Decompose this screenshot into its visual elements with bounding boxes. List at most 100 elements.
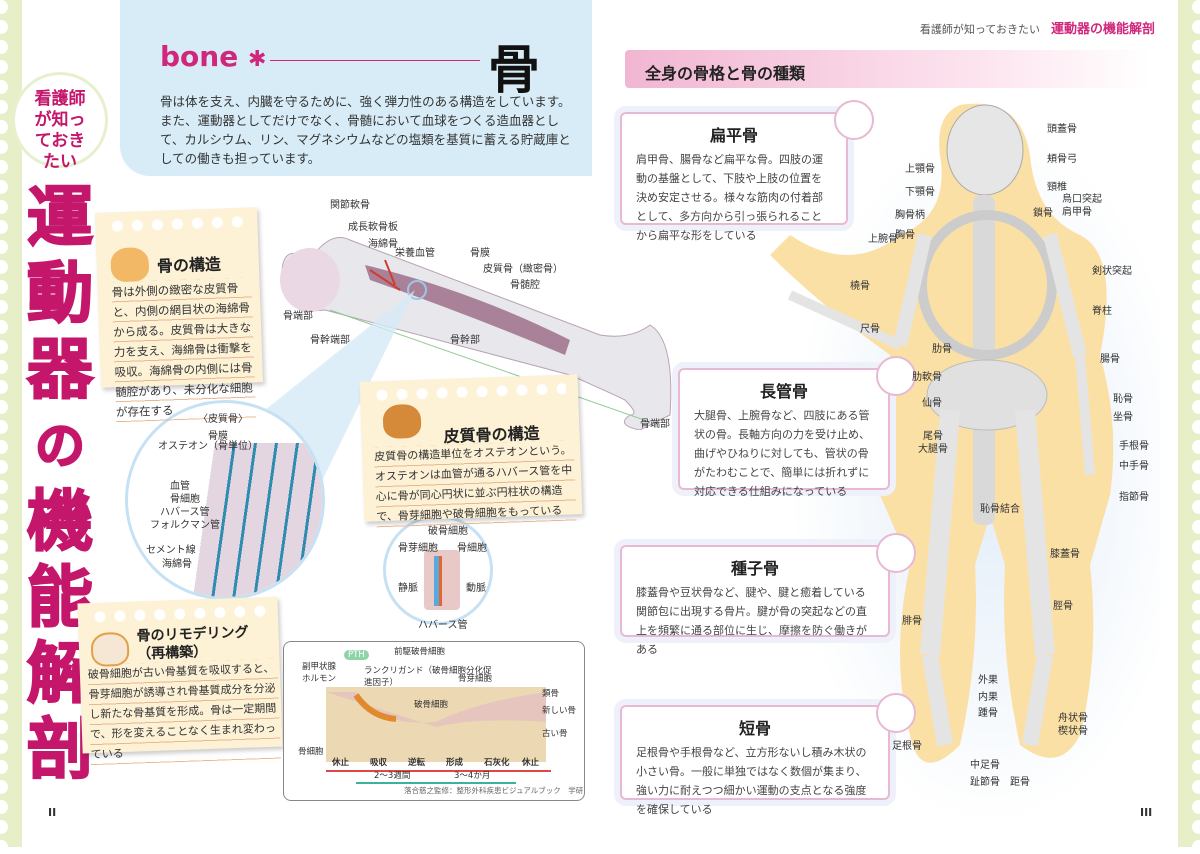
scallop-decoration bbox=[1192, 100, 1200, 114]
osteon-label: 破骨細胞 bbox=[428, 526, 468, 537]
scallop-decoration bbox=[1192, 660, 1200, 674]
skeleton-label: 指節骨 bbox=[1119, 492, 1149, 503]
cat-icon bbox=[110, 247, 150, 283]
scallop-decoration bbox=[0, 80, 8, 94]
page-number-left: II bbox=[48, 806, 57, 819]
cortical-label: ハバース管 bbox=[160, 507, 210, 518]
scallop-decoration bbox=[0, 700, 8, 714]
skeleton-label: 腓骨 bbox=[902, 616, 922, 627]
phase-label: 休止 bbox=[332, 758, 350, 768]
note-body: 破骨細胞が古い骨基質を吸収すると、骨芽細胞が誘導され骨基質成分を分泌し新たな骨基… bbox=[87, 658, 281, 766]
scallop-decoration bbox=[1192, 600, 1200, 614]
scallop-decoration bbox=[1192, 800, 1200, 814]
bone-type-card: 扁平骨肩甲骨、腸骨など扁平な骨。四肢の運動の基盤として、下肢や上肢の位置を決め安… bbox=[620, 100, 874, 242]
scallop-decoration bbox=[1192, 540, 1200, 554]
scallop-decoration bbox=[1192, 780, 1200, 794]
remodeling-label: 前駆破骨細胞 bbox=[394, 647, 446, 657]
vertical-title: 運動器の機能解剖 bbox=[22, 179, 98, 789]
scallop-decoration bbox=[0, 540, 8, 554]
scallop-decoration bbox=[1192, 0, 1200, 14]
skeleton-label: 剣状突起 bbox=[1092, 266, 1132, 277]
scallop-decoration bbox=[0, 660, 8, 674]
scallop-decoration bbox=[1192, 760, 1200, 774]
cortical-label: オステオン（骨単位） bbox=[158, 441, 258, 452]
scallop-decoration bbox=[1192, 20, 1200, 34]
calico-cat-icon bbox=[90, 631, 130, 668]
remodeling-label: 類骨 bbox=[542, 689, 560, 699]
subtitle-text: 看護師が知っておきたい bbox=[34, 89, 86, 172]
scallop-decoration bbox=[0, 40, 8, 54]
osteon-label: 動脈 bbox=[466, 583, 486, 594]
header-kanji: 骨 bbox=[488, 41, 541, 101]
osteon-label: ハバース管 bbox=[418, 620, 468, 631]
cortical-label: 骨細胞 bbox=[170, 494, 200, 505]
title-char: 機 bbox=[26, 483, 94, 561]
note-remodeling: 骨のリモデリング（再構築） 破骨細胞が古い骨基質を吸収すると、骨芽細胞が誘導され… bbox=[77, 596, 283, 766]
remodeling-label: 古い骨 bbox=[542, 729, 568, 739]
bone-type-title: 長管骨 bbox=[759, 382, 808, 401]
scallop-decoration bbox=[0, 240, 8, 254]
scallop-decoration bbox=[0, 480, 8, 494]
title-char: 器 bbox=[26, 331, 94, 409]
scallop-decoration bbox=[1192, 640, 1200, 654]
skeleton-label: 下顎骨 bbox=[905, 187, 935, 198]
header-rule bbox=[270, 60, 480, 61]
skeleton-label: 腸骨 bbox=[1100, 354, 1120, 365]
duration-label: 3～4か月 bbox=[454, 771, 491, 781]
asterisk-icon: ✱ bbox=[247, 47, 267, 72]
bone-label: 骨端部 bbox=[640, 419, 670, 430]
page-number-right: III bbox=[1140, 806, 1153, 819]
scallop-decoration bbox=[1192, 400, 1200, 414]
scallop-decoration bbox=[0, 260, 8, 274]
scallop-decoration bbox=[0, 400, 8, 414]
intro-text: 骨は体を支え、内臓を守るために、強く弾力性のある構造をしています。また、運動器と… bbox=[160, 94, 571, 166]
skeleton-label: 頸椎 bbox=[1047, 182, 1067, 193]
remodeling-label: ランクリガンド（破骨細胞分化促進因子） bbox=[364, 666, 492, 688]
skeleton-label: 坐骨 bbox=[1113, 412, 1133, 423]
skeleton-illustration bbox=[770, 103, 1160, 825]
bone-type-desc: 膝蓋骨や豆状骨など、腱や、腱と癒着している関節包に出現する骨片。腱が骨の突起など… bbox=[636, 586, 867, 656]
bone-type-desc: 大腿骨、上腕骨など、四肢にある管状の骨。長軸方向の力を受け止め、曲げやひねりに対… bbox=[694, 409, 870, 498]
skeleton-label: 楔状骨 bbox=[1058, 726, 1088, 737]
scallop-decoration bbox=[1192, 280, 1200, 294]
scallop-decoration bbox=[1192, 220, 1200, 234]
scallop-decoration bbox=[0, 440, 8, 454]
bone-label: 骨幹部 bbox=[450, 335, 480, 346]
running-head-title: 運動器の機能解剖 bbox=[1050, 22, 1155, 37]
phase-label: 休止 bbox=[522, 758, 540, 768]
scallop-decoration bbox=[1192, 560, 1200, 574]
osteon-shape bbox=[424, 550, 460, 610]
scallop-decoration bbox=[0, 760, 8, 774]
scallop-decoration bbox=[1192, 60, 1200, 74]
bone-label: 骨膜 bbox=[470, 248, 490, 259]
scallop-decoration bbox=[0, 500, 8, 514]
scallop-decoration bbox=[0, 200, 8, 214]
scallop-decoration bbox=[0, 60, 8, 74]
scallop-decoration bbox=[1192, 300, 1200, 314]
cortical-label: セメント線 bbox=[146, 545, 196, 556]
scallop-decoration bbox=[0, 420, 8, 434]
remodeling-label: 破骨細胞 bbox=[414, 700, 449, 710]
note-body: 骨は外側の緻密な皮質骨と、内側の網目状の海綿骨から成る。皮質骨は大きな力を支え、… bbox=[111, 277, 257, 423]
vertical-subtitle: 看護師が知っておきたい bbox=[12, 72, 108, 172]
scallop-decoration bbox=[0, 560, 8, 574]
note-bone-structure: 骨の構造 骨は外側の緻密な皮質骨と、内側の網目状の海綿骨から成る。皮質骨は大きな… bbox=[94, 207, 264, 423]
running-head-small: 看護師が知っておきたい bbox=[919, 23, 1040, 36]
bone-sample-icon bbox=[876, 356, 916, 396]
scallop-decoration bbox=[1192, 620, 1200, 634]
osteon-label: 骨細胞 bbox=[457, 543, 487, 554]
scallop-decoration bbox=[1192, 720, 1200, 734]
scallop-decoration bbox=[1192, 140, 1200, 154]
scallop-decoration bbox=[0, 180, 8, 194]
timeline-arrow bbox=[326, 770, 551, 772]
bone-label: 成長軟骨板 bbox=[348, 222, 398, 233]
skeleton-label: 距骨 bbox=[1010, 777, 1030, 788]
scallop-decoration bbox=[1192, 820, 1200, 834]
skeleton-label: 足根骨 bbox=[892, 741, 922, 752]
remodeling-label: PTH bbox=[344, 650, 369, 660]
bone-type-title: 短骨 bbox=[738, 719, 771, 738]
running-head: 看護師が知っておきたい 運動器の機能解剖 bbox=[920, 18, 1155, 37]
note-cortical-structure: 皮質骨の構造 皮質骨の構造単位をオステオンという。オステオンは血管が通るハバース… bbox=[359, 374, 583, 528]
remodeling-label: 骨芽細胞 bbox=[458, 674, 493, 684]
title-char: 動 bbox=[26, 255, 94, 333]
